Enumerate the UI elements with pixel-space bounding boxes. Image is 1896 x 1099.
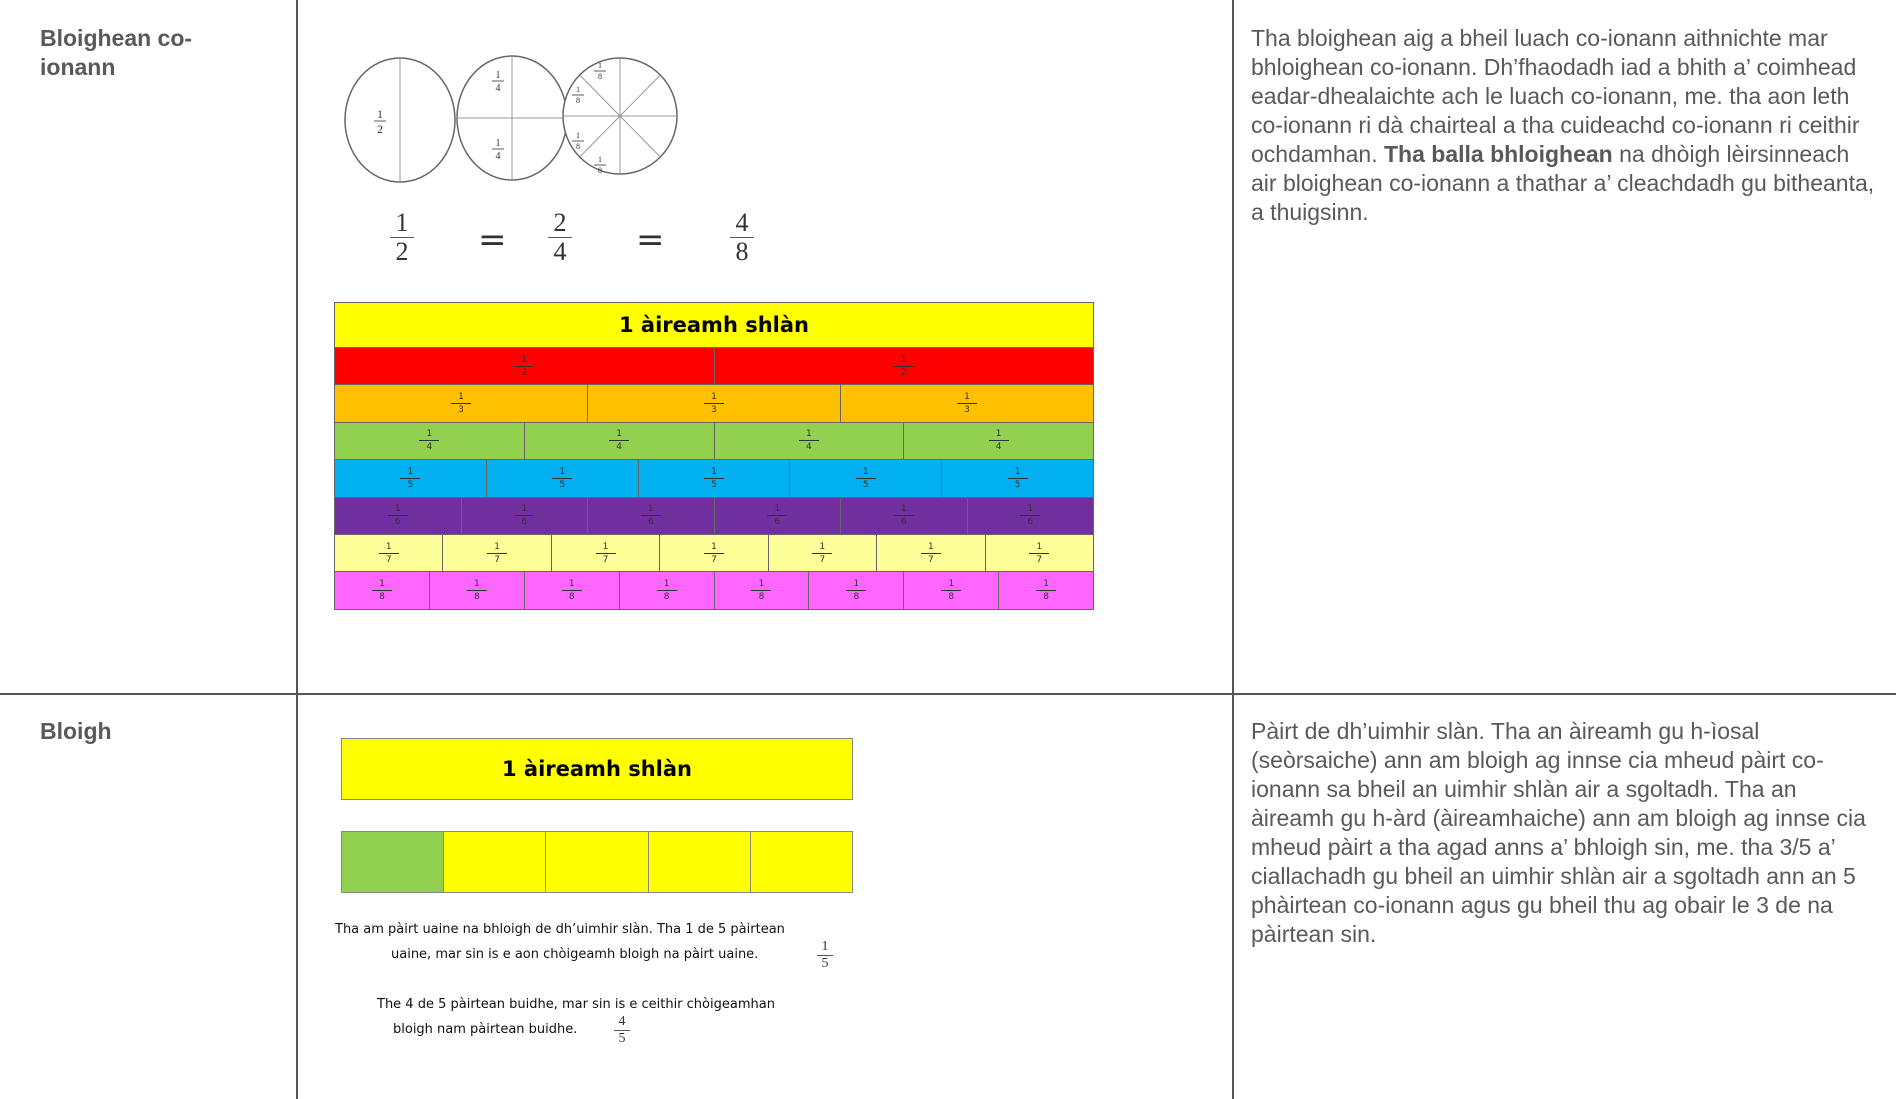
description-equivalent-fractions: Tha bloighean aig a bheil luach co-ionan… <box>1251 24 1881 227</box>
description-bold-text: Tha balla bhloighean <box>1383 141 1613 167</box>
split-bar <box>341 831 853 893</box>
circle-fraction-denominator: 4 <box>496 83 501 94</box>
equals-sign: = <box>636 220 665 260</box>
circle-fraction-numerator: 1 <box>576 131 580 140</box>
caption-green-line2: uaine, mar sin is e aon chòigeamh bloigh… <box>391 947 759 962</box>
circle-fraction-numerator: 1 <box>598 155 602 164</box>
split-bar-part <box>750 832 853 892</box>
split-bar-part-shaded <box>342 832 445 892</box>
column-divider-1 <box>296 0 298 1099</box>
term-equivalent-fractions: Bloighean co-ionann <box>40 25 193 80</box>
circle-fraction-denominator: 8 <box>576 96 580 105</box>
split-bar-part <box>546 832 649 892</box>
fraction-circle-2: 12 <box>344 57 456 183</box>
split-bar-part <box>648 832 751 892</box>
circle-fraction-numerator: 1 <box>377 107 383 121</box>
column-divider-2 <box>1232 0 1234 1099</box>
caption-yellow-line2: bloigh nam pàirtean buidhe. <box>393 1022 578 1037</box>
circle-fraction-denominator: 4 <box>496 151 501 162</box>
equals-sign: = <box>478 220 507 260</box>
circle-fraction-numerator: 1 <box>496 70 501 81</box>
circle-fraction-numerator: 1 <box>576 85 580 94</box>
caption-green-line1: Tha am pàirt uaine na bhloigh de dh’uimh… <box>335 922 785 937</box>
fraction-circle-4: 1 4 1 4 <box>456 55 568 181</box>
circle-fraction-denominator: 8 <box>598 72 602 81</box>
row-divider <box>0 693 1896 695</box>
circle-fraction-denominator: 8 <box>598 166 602 175</box>
whole-bar-label: 1 àireamh shlàn <box>502 757 692 781</box>
caption-yellow-line1: The 4 de 5 pàirtean buidhe, mar sin is e… <box>377 997 775 1012</box>
description-text: Tha bloighean aig a bheil luach co-ionan… <box>1251 25 1860 167</box>
description-fraction: Pàirt de dh’uimhir slàn. Tha an àireamh … <box>1251 718 1866 947</box>
split-bar-part <box>444 832 547 892</box>
circle-fraction-denominator: 2 <box>377 122 383 136</box>
fraction-wall-whole: 1 àireamh shlàn <box>334 302 1094 348</box>
description-text-end: na dhòigh lèirsinneach air bloighean co-… <box>1251 141 1875 225</box>
fraction-circle-8: 1 8 1 8 1 8 1 8 <box>562 57 678 175</box>
term-fraction: Bloigh <box>40 718 112 744</box>
circle-fraction-denominator: 8 <box>576 142 580 151</box>
fraction-wall-whole-label: 1 àireamh shlàn <box>619 313 809 337</box>
whole-bar: 1 àireamh shlàn <box>341 738 853 800</box>
circle-fraction-numerator: 1 <box>496 138 501 149</box>
circle-fraction-numerator: 1 <box>598 61 602 70</box>
